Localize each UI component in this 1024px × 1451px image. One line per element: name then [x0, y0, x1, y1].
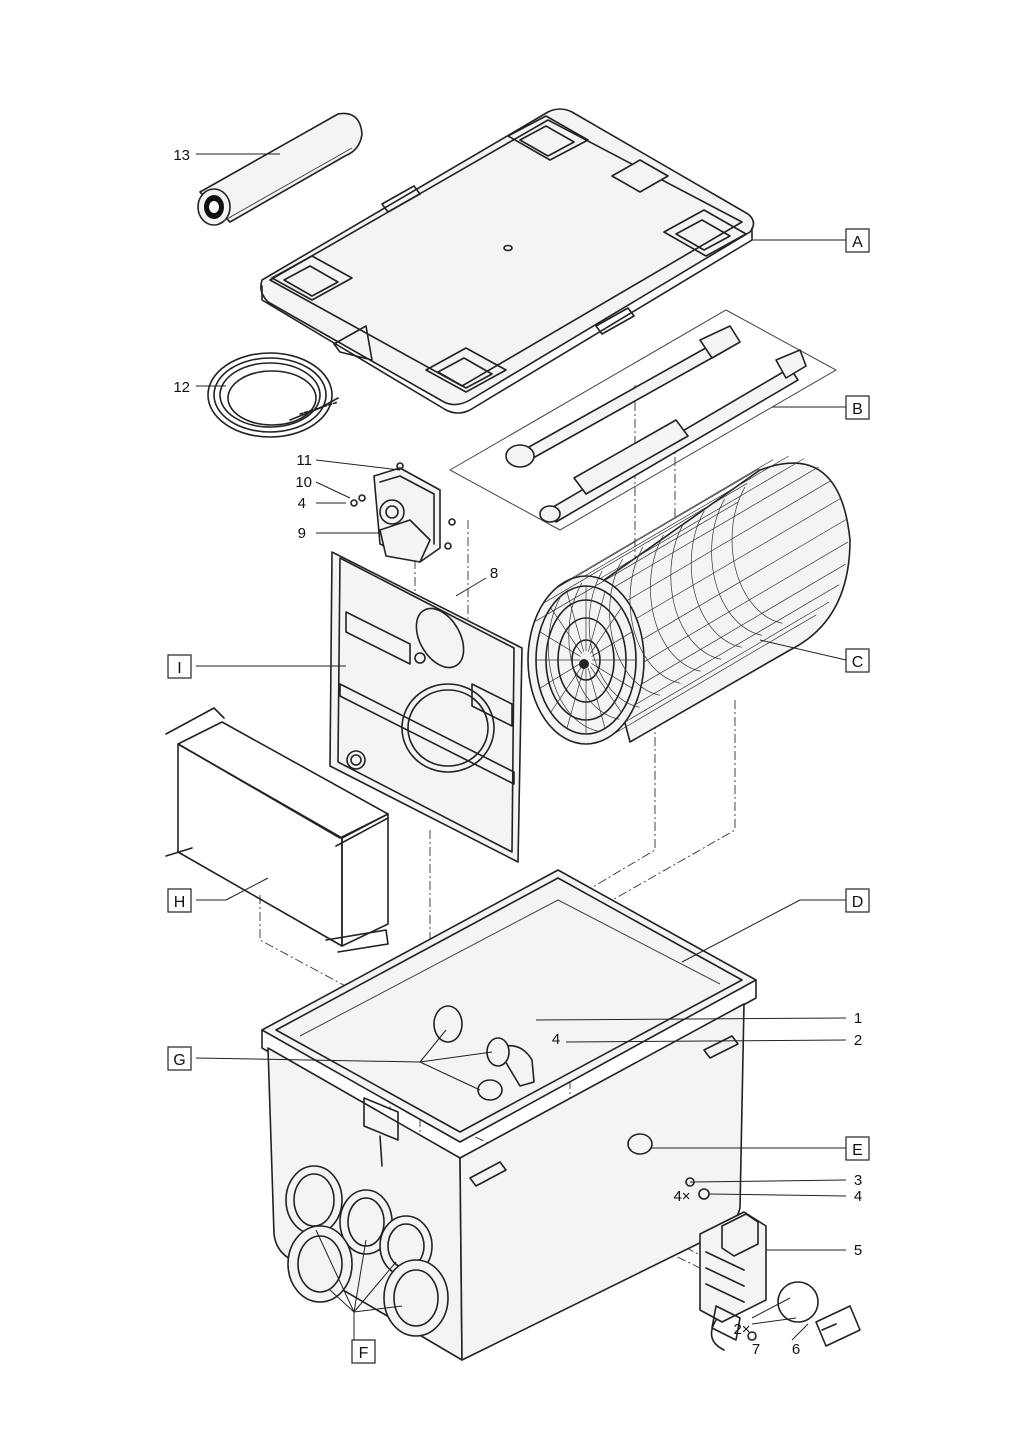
letter-D-callout: D: [845, 888, 870, 913]
callout-4-right: 4: [854, 1188, 862, 1205]
svg-text:F: F: [359, 1345, 369, 1362]
bracket-6: [751, 1281, 861, 1347]
callout-1: 1: [854, 1010, 862, 1027]
filter-roll-13: [197, 112, 363, 226]
letter-E-callout: E: [845, 1136, 870, 1161]
callout-12: 12: [173, 379, 190, 396]
svg-text:D: D: [852, 894, 864, 911]
callout-11: 11: [296, 452, 312, 469]
letter-B-callout: B: [845, 395, 870, 420]
filter-screen-H: [165, 707, 389, 953]
callout-4-top: 4: [298, 495, 306, 512]
callout-6: 6: [792, 1341, 800, 1358]
callout-3: 3: [854, 1172, 862, 1189]
letter-G-callout: G: [167, 1046, 192, 1071]
leader-lines: [195, 153, 847, 1341]
hose-coil-12: [207, 352, 339, 438]
callout-8: 8: [490, 565, 498, 582]
tank-D: [261, 869, 757, 1361]
svg-text:A: A: [852, 234, 863, 251]
letter-F-callout: F: [351, 1339, 376, 1364]
quantity-2x: 2×: [733, 1321, 750, 1338]
svg-text:I: I: [177, 660, 181, 677]
quantity-4x-inner: 4: [552, 1031, 560, 1048]
spray-bars-B: [448, 309, 838, 531]
quantity-4x-screws: 4×: [673, 1188, 690, 1205]
number-callouts: 13 12 11 10 4 9 8 1 2 3 4 5 7 6 4 4× 2×: [173, 147, 862, 1358]
control-unit-5: [685, 1177, 767, 1351]
drive-unit-9: [350, 462, 456, 563]
lid-A: [260, 108, 755, 414]
letter-callouts: A B C I H D G E: [167, 228, 870, 1364]
bulkhead-panel-I: [329, 551, 523, 863]
letter-I-callout: I: [167, 654, 192, 679]
callout-13: 13: [173, 147, 190, 164]
filter-drum-C: [527, 455, 851, 745]
svg-text:E: E: [852, 1142, 863, 1159]
callout-2: 2: [854, 1032, 862, 1049]
letter-H-callout: H: [167, 888, 192, 913]
svg-text:G: G: [173, 1052, 185, 1069]
svg-text:H: H: [174, 894, 186, 911]
callout-10: 10: [295, 474, 312, 491]
svg-text:B: B: [852, 401, 863, 418]
callout-9: 9: [298, 525, 306, 542]
letter-A-callout: A: [845, 228, 870, 253]
callout-5: 5: [854, 1242, 862, 1259]
callout-7: 7: [752, 1341, 760, 1358]
letter-C-callout: C: [845, 648, 870, 673]
svg-text:C: C: [852, 654, 864, 671]
